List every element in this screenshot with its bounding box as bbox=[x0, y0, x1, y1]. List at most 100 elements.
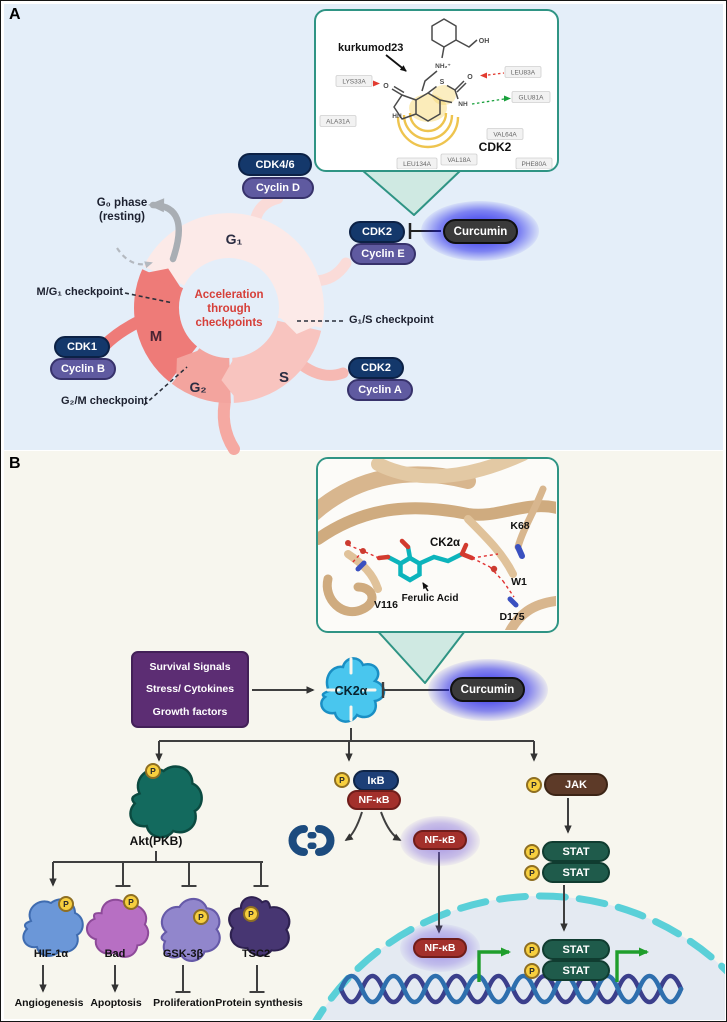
cell-cycle-ring bbox=[99, 192, 352, 455]
stat-badge-2: STAT bbox=[542, 862, 610, 883]
svg-text:LEU83A: LEU83A bbox=[511, 70, 536, 77]
svg-text:LEU134A: LEU134A bbox=[403, 161, 431, 168]
stat-nuclear-badge-2: STAT bbox=[542, 960, 610, 981]
akt-label: Akt(PKB) bbox=[129, 834, 183, 848]
panel-a-label: A bbox=[9, 6, 21, 23]
phospho-badge-stat1: P bbox=[524, 844, 540, 860]
phospho-badge-ikb: P bbox=[334, 772, 350, 788]
kurkumod23-label: kurkumod23 bbox=[338, 42, 403, 54]
checkpoint-mg1-label: M/G₁ checkpoint bbox=[36, 286, 123, 298]
upstream-signals-box: Survival Signals Stress/ Cytokines Growt… bbox=[131, 651, 249, 728]
ck2a-structure-scene: CK2α K68 W1 V116 D175 Ferulic Acid bbox=[318, 459, 557, 631]
degraded-ikb-pieces bbox=[288, 825, 335, 856]
curcumin-a-badge: Curcumin bbox=[443, 219, 518, 244]
hif1a-protein-blob bbox=[22, 898, 84, 957]
svg-text:GLU81A: GLU81A bbox=[519, 95, 545, 102]
cdk1-badge: CDK1 bbox=[54, 336, 110, 358]
ring-arrow-g1s bbox=[278, 315, 323, 334]
dna-helices bbox=[338, 973, 684, 1005]
gsk-inhibits-proliferation bbox=[175, 965, 191, 993]
svg-text:VAL18A: VAL18A bbox=[447, 157, 471, 164]
ferulic-acid-label: Ferulic Acid bbox=[402, 593, 459, 604]
tsc2-label: TSC2 bbox=[241, 948, 271, 960]
ck2a-branch-line bbox=[159, 728, 534, 742]
center-line3: checkpoints bbox=[195, 316, 263, 329]
svg-text:O: O bbox=[383, 83, 389, 90]
nfkb-nuclear-badge: NF-κB bbox=[413, 938, 467, 958]
w1-label: W1 bbox=[511, 576, 527, 588]
curcumin-b-badge: Curcumin bbox=[450, 677, 525, 702]
cdk46-badge: CDK4/6 bbox=[238, 153, 312, 176]
g0-phase-label: G₀ phase (resting) bbox=[91, 197, 153, 225]
phospho-badge-gsk: P bbox=[193, 909, 209, 925]
ikb-degradation-arrow bbox=[344, 811, 363, 841]
hydrophobic-arcs bbox=[396, 112, 460, 149]
svg-text:O: O bbox=[467, 74, 473, 81]
ring-arrow-g2m bbox=[175, 349, 202, 387]
phospho-badge-hif: P bbox=[58, 896, 74, 912]
cdk2-inset-label: CDK2 bbox=[479, 140, 512, 154]
g0-line2: (resting) bbox=[99, 210, 145, 223]
hydrophobic-glow-2 bbox=[432, 85, 456, 105]
checkpoint-g2m-label: G₂/M checkpoint bbox=[61, 395, 148, 407]
ck2a-inset-label: CK2α bbox=[430, 537, 460, 549]
svg-text:PHE80A: PHE80A bbox=[522, 161, 548, 168]
nucleus-membrane bbox=[312, 892, 725, 1020]
ferulic-acid-ligand bbox=[376, 538, 475, 583]
cyclin-a-badge: Cyclin A bbox=[347, 379, 413, 401]
ferulic-acid-pointer bbox=[422, 582, 429, 592]
g0-exit-arrow bbox=[148, 198, 183, 263]
svg-text:HN: HN bbox=[392, 113, 402, 120]
akt-branch-line bbox=[53, 851, 263, 863]
ligand-skeleton bbox=[391, 18, 478, 122]
checkpoint-g1s-label: G₁/S checkpoint bbox=[349, 314, 434, 326]
apoptosis-label: Apoptosis bbox=[90, 997, 142, 1009]
proliferation-label: Proliferation bbox=[153, 997, 215, 1009]
cdk2-cycline-badge: CDK2 bbox=[349, 221, 405, 243]
cdk2-ligand-interaction-map: OH NH₂⁺ HN O S NH O LYS33A bbox=[319, 18, 553, 170]
pathway-connectors bbox=[39, 682, 572, 993]
svg-text:OH: OH bbox=[479, 38, 490, 45]
svg-text:VAL64A: VAL64A bbox=[493, 132, 517, 139]
phospho-badge-stat4: P bbox=[524, 963, 540, 979]
kurkumod23-pointer-arrow bbox=[385, 54, 407, 72]
svg-text:LYS33A: LYS33A bbox=[342, 79, 366, 86]
ring-arrow-mg1 bbox=[140, 268, 183, 291]
hif1a-label: HIF-1α bbox=[33, 948, 69, 960]
svg-text:NH₂⁺: NH₂⁺ bbox=[435, 63, 451, 70]
svg-text:NH: NH bbox=[458, 101, 468, 108]
cdk2-docking-inset: OH NH₂⁺ HN O S NH O LYS33A bbox=[314, 9, 559, 172]
akt-protein-blob bbox=[129, 765, 203, 839]
cyclin-d-badge: Cyclin D bbox=[242, 177, 314, 199]
cdk2-cyclina-badge: CDK2 bbox=[348, 357, 404, 379]
nfkb-release-arrow bbox=[380, 811, 402, 841]
svg-text:S: S bbox=[440, 79, 445, 86]
ck2a-protein-blob bbox=[320, 657, 386, 723]
ring-arrow-sg2 bbox=[221, 357, 239, 403]
stat-badge-1: STAT bbox=[542, 841, 610, 862]
ikb-badge: IκB bbox=[353, 770, 399, 791]
tsc2-inhibits-protein-synthesis bbox=[249, 965, 265, 993]
cycle-center-text: Acceleration through checkpoints bbox=[167, 289, 291, 330]
phase-label-g2: G₂ bbox=[189, 379, 207, 395]
protein-ribbons bbox=[318, 459, 557, 631]
cyclin-e-badge: Cyclin E bbox=[350, 243, 416, 265]
nfkb-free-badge: NF-κB bbox=[413, 830, 467, 850]
v116-label: V116 bbox=[374, 599, 398, 611]
cyclin-b-badge: Cyclin B bbox=[50, 358, 116, 380]
g0-return-dashed-arrow bbox=[116, 247, 153, 269]
panel-b-label: B bbox=[9, 455, 21, 472]
phase-label-s: S bbox=[278, 369, 289, 386]
phospho-badge-tsc2: P bbox=[243, 906, 259, 922]
ring-segment-m bbox=[134, 267, 200, 383]
residue-tags: LYS33A LEU83A GLU81A ALA31A VAL64A LEU13… bbox=[319, 66, 553, 170]
ck2a-docking-inset: CK2α K68 W1 V116 D175 Ferulic Acid bbox=[316, 457, 559, 633]
nfkb-complex-badge: NF-κB bbox=[347, 790, 401, 810]
protein-synthesis-label: Protein synthesis bbox=[215, 997, 303, 1009]
checkpoint-leader-lines bbox=[124, 292, 346, 406]
atom-labels: OH NH₂⁺ HN O S NH O bbox=[383, 38, 489, 120]
phase-label-g1: G₁ bbox=[225, 231, 243, 247]
phospho-badge-jak: P bbox=[526, 777, 542, 793]
ring-segment-s bbox=[229, 318, 322, 403]
